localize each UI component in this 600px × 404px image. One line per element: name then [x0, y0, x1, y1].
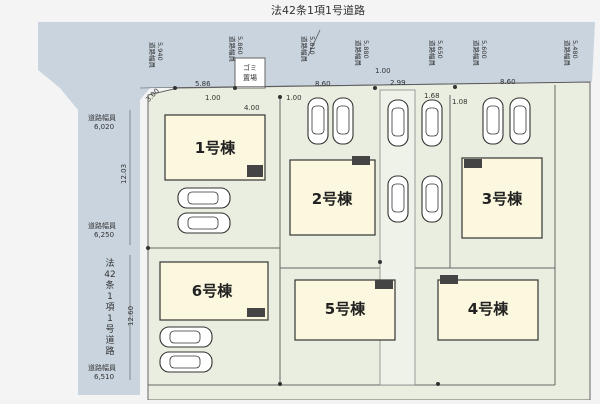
corner-point [146, 246, 150, 250]
car-horizontal [159, 351, 213, 373]
garbage-label: ゴミ [243, 63, 257, 72]
left-road-char: 1 [107, 314, 113, 324]
car-horizontal [159, 326, 213, 348]
dim-label: 1.68 [424, 92, 440, 100]
dim-label: 2.99 [390, 79, 406, 87]
dim-label: 1.00 [205, 94, 221, 102]
left-width-title: 道路幅員 [88, 113, 116, 122]
entry-mark [247, 165, 263, 177]
road-width-value: 5,480 [571, 40, 579, 59]
corner-point [278, 95, 282, 99]
dim-label: 1.00 [375, 67, 391, 75]
corner-point [453, 85, 457, 89]
entry-mark [247, 308, 265, 317]
left-road-char: 路 [105, 345, 114, 357]
left-width-value: 6,510 [94, 373, 114, 381]
car-vertical [421, 99, 443, 147]
road-width-title: 道路幅員 [228, 36, 237, 63]
left-road-char: 号 [105, 324, 114, 335]
corner-point [278, 382, 282, 386]
left-road-char: 法 [105, 257, 114, 269]
left-width-title: 道路幅員 [88, 363, 116, 372]
building-5-label: 5号棟 [325, 300, 366, 318]
building-2-label: 2号棟 [312, 190, 353, 208]
road-width-value: 5,880 [362, 40, 370, 59]
car-vertical [387, 99, 409, 147]
building-5 [294, 279, 396, 341]
dim-label: 1.08 [452, 98, 468, 106]
corner-point [378, 260, 382, 264]
road-width-value: 5,600 [480, 40, 488, 59]
car-vertical [509, 97, 531, 145]
top-road [38, 22, 595, 88]
road-width-value: 5,810 [308, 36, 316, 55]
road-width-value: 5,940 [156, 42, 164, 61]
left-road-char: 1 [107, 292, 113, 302]
entry-mark [375, 280, 393, 289]
garbage-label: 置場 [243, 73, 257, 82]
road-width-title: 道路幅員 [354, 40, 363, 67]
dim-label: 8.60 [500, 78, 516, 86]
building-4 [437, 279, 539, 341]
car-vertical [387, 175, 409, 223]
car-vertical [332, 97, 354, 145]
left-road-char: 道 [105, 334, 114, 346]
corner-point [373, 86, 377, 90]
building-3-label: 3号棟 [482, 190, 523, 208]
corner-point [436, 382, 440, 386]
entry-mark [464, 159, 482, 168]
left-road-char: 42 [104, 270, 115, 280]
building-4-label: 4号棟 [468, 300, 509, 318]
car-vertical [307, 97, 329, 145]
corner-point [173, 86, 177, 90]
car-vertical [421, 175, 443, 223]
dim-label: 12.60 [127, 306, 135, 326]
building-2 [289, 159, 376, 236]
dim-label: 12.03 [120, 164, 128, 184]
road-width-title: 道路幅員 [428, 40, 437, 67]
dim-label: 4.00 [244, 104, 260, 112]
entry-mark [440, 275, 458, 284]
car-horizontal [177, 212, 231, 234]
building-6-label: 6号棟 [192, 282, 233, 300]
road-width-title: 道路幅員 [563, 40, 572, 67]
entry-mark [352, 156, 370, 165]
dim-label: 8.60 [315, 80, 331, 88]
car-vertical [482, 97, 504, 145]
left-width-value: 6,020 [94, 123, 114, 131]
corner-point [233, 86, 237, 90]
top-road-label: 法42条1項1号道路 [271, 3, 365, 17]
left-road-char: 項 [105, 302, 114, 313]
left-road-char: 条 [105, 279, 114, 291]
left-width-value: 6,250 [94, 231, 114, 239]
building-3 [461, 157, 543, 239]
road-width-value: 5,650 [436, 40, 444, 59]
road-width-title: 道路幅員 [472, 40, 481, 67]
left-road [60, 88, 150, 395]
road-width-title: 道路幅員 [300, 36, 309, 63]
dimension-line [307, 29, 321, 57]
left-width-title: 道路幅員 [88, 221, 116, 230]
road-width-title: 道路幅員 [148, 42, 157, 69]
garbage-area [234, 57, 266, 89]
dimension-line [139, 81, 591, 89]
dim-label: 5.86 [195, 80, 211, 88]
dim-label: 1.00 [286, 94, 302, 102]
road-width-value: 5,860 [236, 36, 244, 55]
car-horizontal [177, 187, 231, 209]
building-1-label: 1号棟 [195, 139, 236, 157]
